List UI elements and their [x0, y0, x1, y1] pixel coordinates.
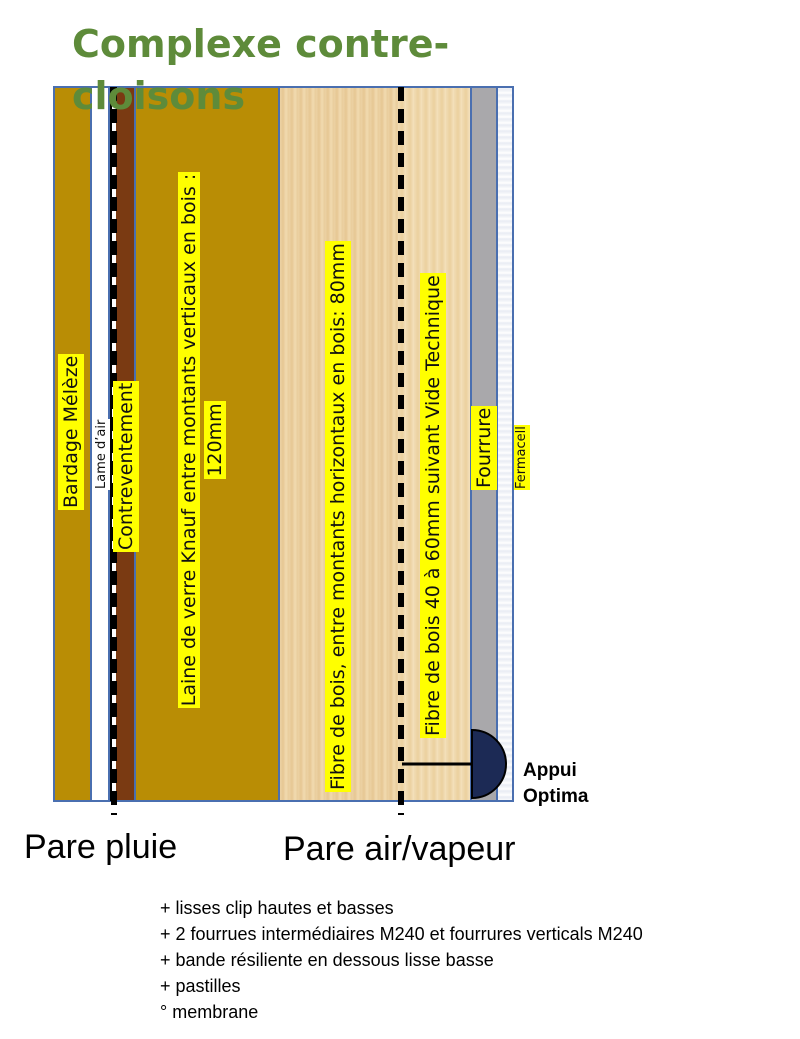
note-item: ° membrane — [160, 1002, 259, 1022]
note-item: + lisses clip hautes et basses — [160, 898, 394, 918]
label-fibre-bois-80: Fibre de bois, entre montants horizontau… — [325, 241, 351, 792]
layer-fermacell — [498, 87, 514, 801]
notes-list: + lisses clip hautes et basses + 2 fourr… — [160, 895, 643, 1025]
membrane-pare-air-line — [398, 87, 404, 815]
label-laine-de-verre: Laine de verre Knauf entre montants vert… — [176, 98, 228, 782]
appui-optima-label: Appui Optima — [523, 758, 588, 810]
label-pare-air-vapeur: Pare air/vapeur — [283, 830, 516, 868]
label-contreventement: Contreventement — [113, 380, 139, 552]
label-fourrure: Fourrure — [471, 405, 497, 490]
diagram-title: Complexe contre-cloisons — [72, 22, 450, 118]
appui-line1: Appui — [523, 760, 577, 781]
label-fibre-bois-vide-technique: Fibre de bois 40 à 60mm suivant Vide Tec… — [420, 273, 446, 738]
note-item: + pastilles — [160, 976, 241, 996]
appui-line2: Optima — [523, 786, 589, 807]
note-item: + bande résiliente en dessous lisse bass… — [160, 950, 494, 970]
note-item: + 2 fourrues intermédiaires M240 et four… — [160, 924, 643, 944]
label-pare-pluie: Pare pluie — [24, 828, 178, 866]
label-fermacell: Fermacell — [514, 425, 530, 490]
appui-optima-icon — [402, 728, 507, 800]
label-bardage: Bardage Mélèze — [58, 353, 84, 510]
label-laine-line1: Laine de verre Knauf entre montants vert… — [178, 171, 200, 709]
label-lame-air: Lame d’air — [94, 418, 110, 490]
label-laine-line2: 120mm — [204, 401, 226, 479]
